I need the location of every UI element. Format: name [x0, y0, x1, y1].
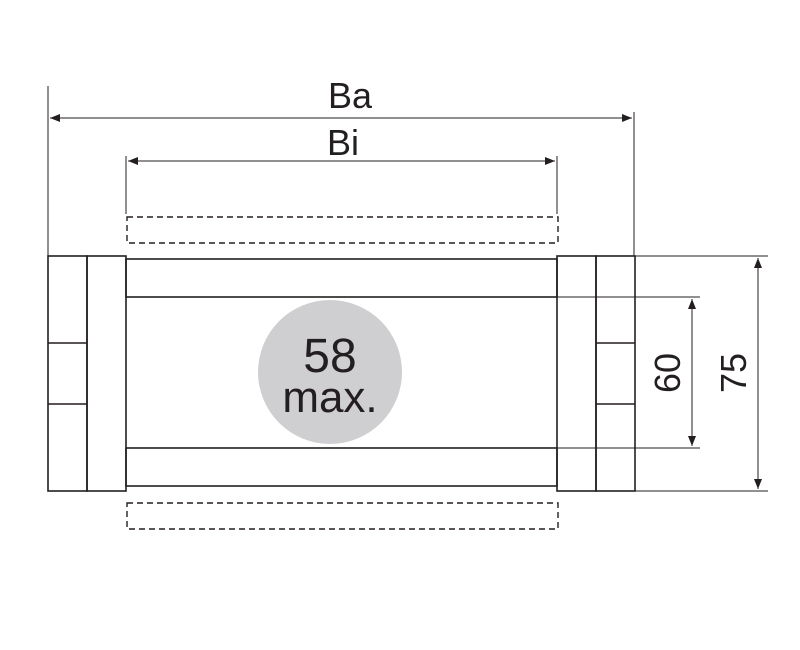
left-outer-link	[47, 255, 88, 492]
left-inner-link	[86, 255, 127, 492]
inner-height-dimension: 60	[557, 296, 700, 449]
max-diameter-suffix: max.	[282, 373, 377, 422]
max-diameter-badge: 58 max.	[258, 300, 402, 444]
outer-height-dimension: 75	[635, 255, 768, 492]
bottom-crossbar-option-outline	[126, 502, 559, 530]
max-diameter-circle	[258, 300, 402, 444]
inner-width-label: Bi	[327, 122, 359, 163]
right-outer-link	[595, 255, 636, 492]
right-side-plate	[556, 255, 636, 492]
top-crossbar-option-outline	[126, 216, 559, 244]
outer-width-dimension: Ba	[47, 75, 635, 256]
max-diameter-value: 58	[303, 330, 356, 383]
outer-width-label: Ba	[328, 75, 373, 116]
left-side-plate	[47, 255, 127, 492]
right-inner-link	[556, 255, 597, 492]
inner-width-dimension: Bi	[125, 122, 558, 214]
inner-height-label: 60	[647, 353, 688, 393]
outer-height-label: 75	[713, 353, 754, 393]
bottom-crossbar	[125, 447, 558, 487]
top-crossbar	[125, 258, 558, 298]
